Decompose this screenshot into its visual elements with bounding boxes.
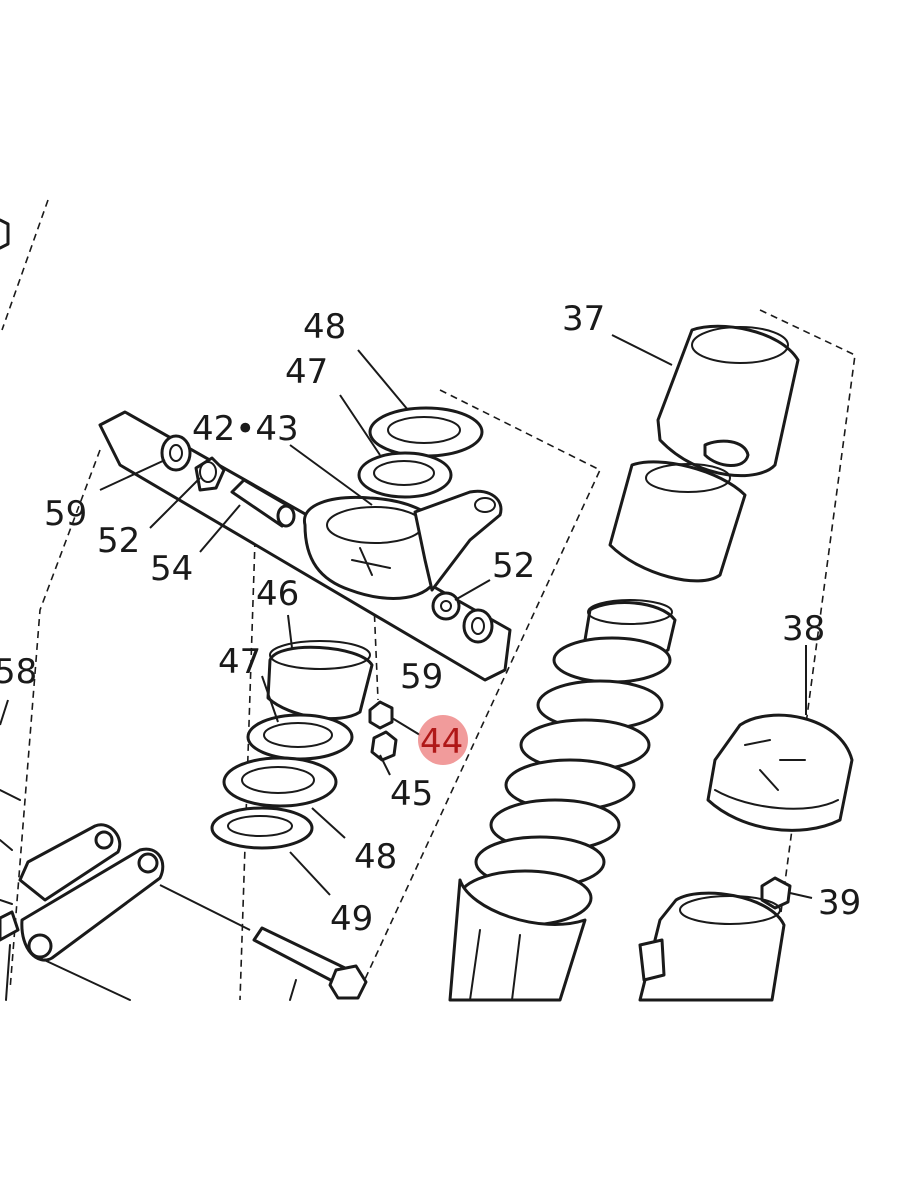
label-44: 44 xyxy=(420,722,463,762)
leader-lines xyxy=(0,334,813,931)
label-47-top: 47 xyxy=(285,352,328,392)
label-46: 46 xyxy=(256,574,299,614)
long-bolt xyxy=(252,926,368,1001)
label-49: 49 xyxy=(330,899,373,939)
reservoir-body xyxy=(638,891,786,1002)
part-48-low-ring xyxy=(222,756,338,808)
coil-spring xyxy=(448,599,677,1002)
label-48-low: 48 xyxy=(354,837,397,877)
highlight-marker-44 xyxy=(418,715,468,765)
left-edge-fragments xyxy=(0,218,21,905)
part-45-bolt xyxy=(370,730,398,762)
part-59-left-washer xyxy=(160,434,192,472)
part-47-top-ring xyxy=(357,451,453,499)
linkage-arm xyxy=(0,823,165,1001)
part-37-upper-cover xyxy=(656,324,800,478)
label-39: 39 xyxy=(818,883,861,923)
label-42-43: 42•43 xyxy=(192,409,299,449)
part-44-nut xyxy=(368,700,394,730)
part-47-mid-ring xyxy=(246,713,354,761)
label-45: 45 xyxy=(390,774,433,814)
part-48-top-ring xyxy=(368,406,484,458)
label-52-left: 52 xyxy=(97,521,140,561)
part-38-cap xyxy=(706,713,854,832)
label-47-mid: 47 xyxy=(218,642,261,682)
label-54: 54 xyxy=(150,549,193,589)
label-59-right: 59 xyxy=(400,657,443,697)
part-42-43-upper-mount xyxy=(303,489,503,600)
label-58: 58 xyxy=(0,652,37,692)
label-52-right: 52 xyxy=(492,546,535,586)
part-labels: 48 47 42•43 59 52 54 37 52 59 46 47 58 4… xyxy=(0,299,861,939)
part-49-ring xyxy=(210,806,314,850)
label-38: 38 xyxy=(782,609,825,649)
part-46-cup xyxy=(266,640,374,721)
part-37-lower-cover xyxy=(608,460,747,583)
part-54-collar xyxy=(230,478,296,528)
label-37: 37 xyxy=(562,299,605,339)
part-59-right-washer xyxy=(462,608,494,644)
part-52-left-bushing xyxy=(194,456,226,492)
label-59-left: 59 xyxy=(44,494,87,534)
label-48-top: 48 xyxy=(303,307,346,347)
part-52-right-bushing xyxy=(431,591,461,621)
